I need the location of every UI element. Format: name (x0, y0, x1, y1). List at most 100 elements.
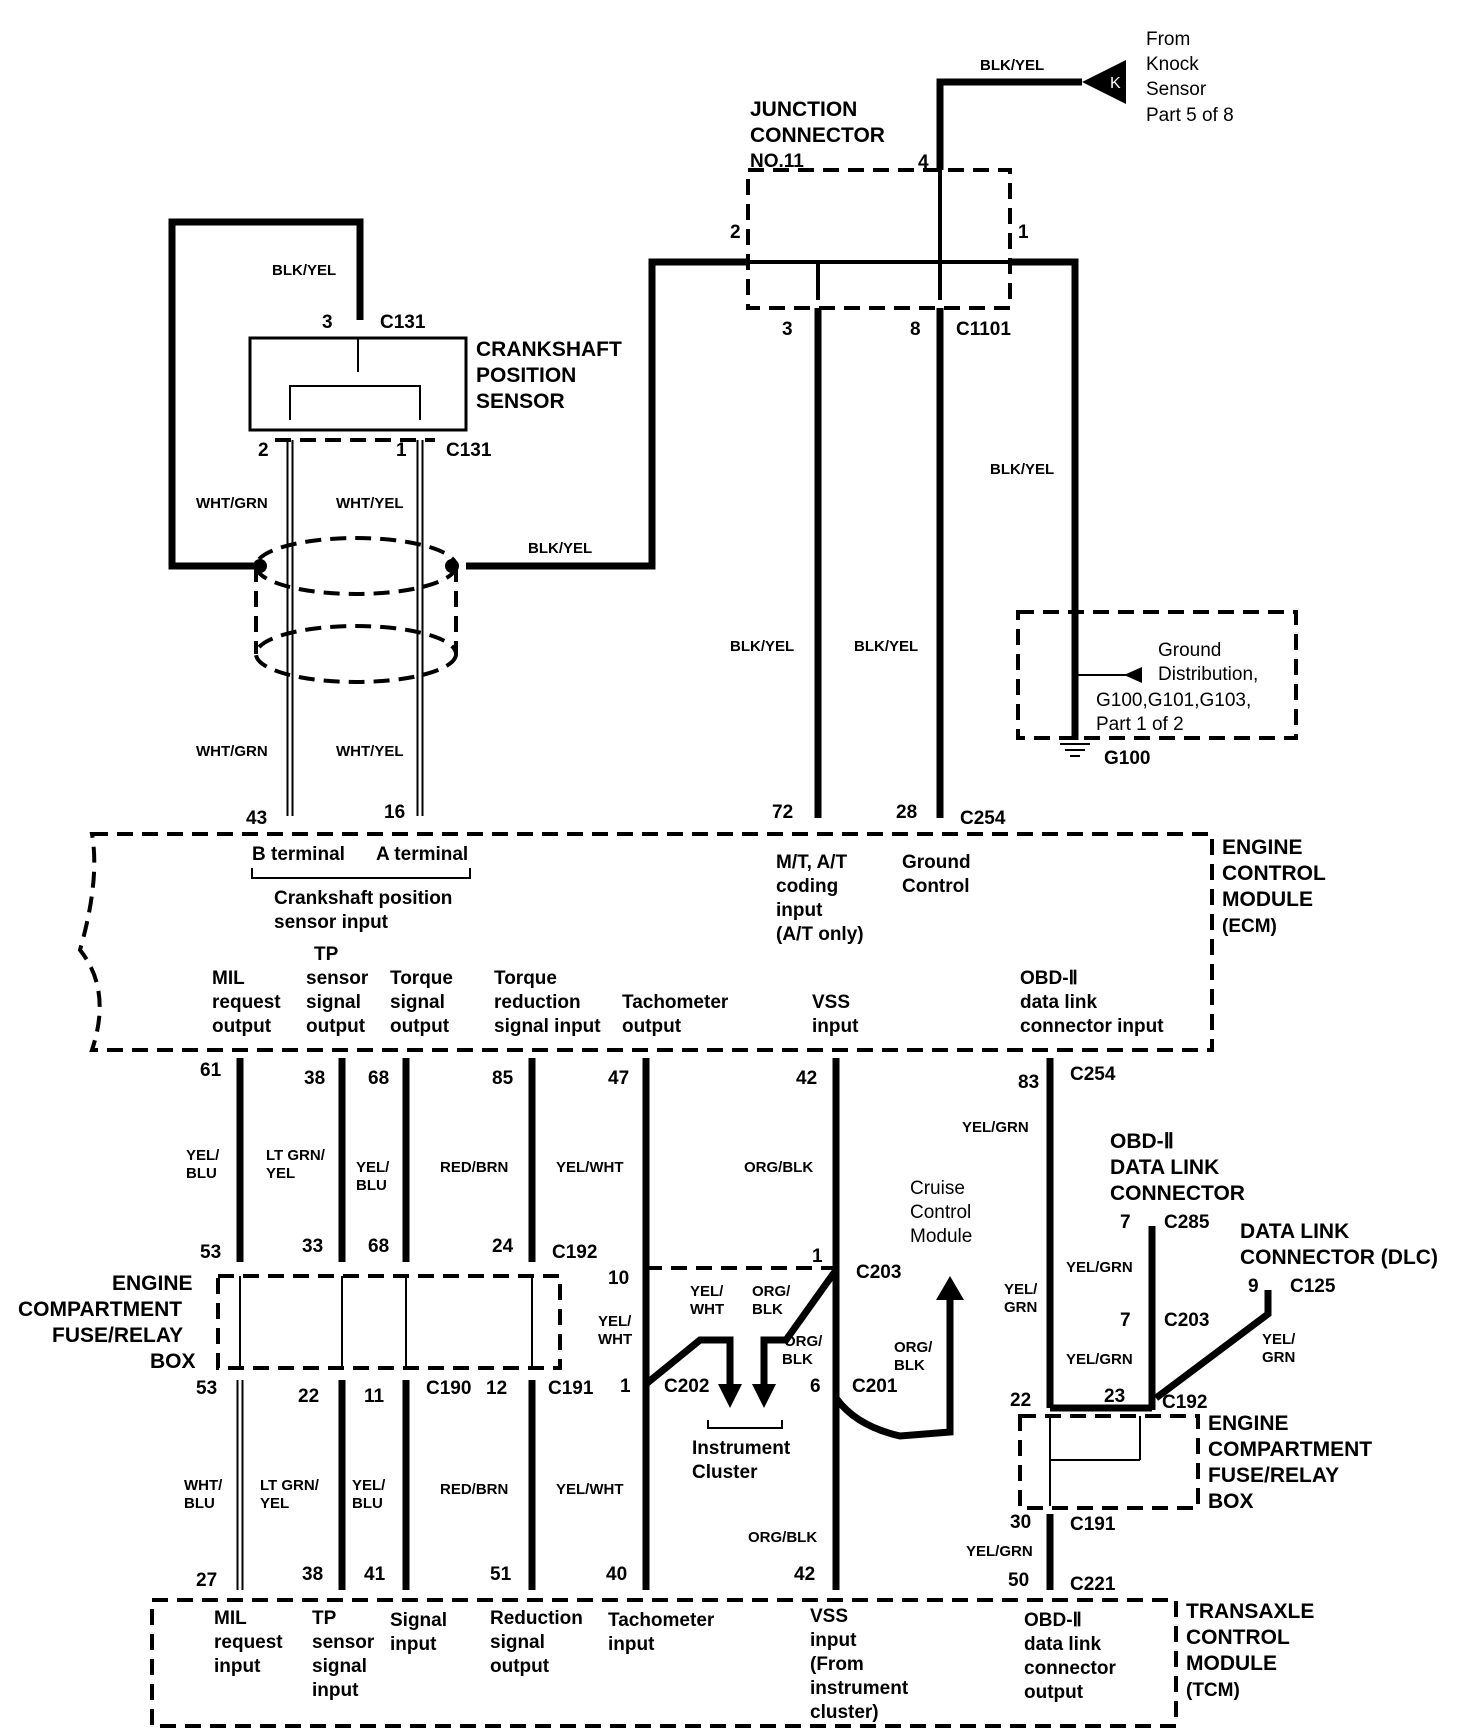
pin-label: 12 (486, 1378, 507, 1399)
pin-label: 68 (368, 1236, 389, 1257)
wire-label: WHT (598, 1331, 632, 1348)
pin-label: 2 (730, 222, 741, 243)
pin-label: 9 (1248, 1276, 1259, 1297)
function-label: Tachometer (622, 992, 729, 1013)
function-label: request (212, 992, 281, 1013)
pin-label: 68 (368, 1068, 389, 1089)
wire-ground (1010, 258, 1079, 610)
pin-label: 27 (196, 1570, 217, 1591)
connector-label: C131 (380, 312, 426, 333)
sensor-label: CRANKSHAFT (476, 338, 622, 361)
wire-label: WHT/ (184, 1477, 223, 1494)
wire-label: BLK/YEL (854, 638, 918, 655)
function-label: signal (306, 992, 361, 1013)
pin-label: 3 (782, 319, 793, 340)
wire-label: WHT/GRN (196, 743, 268, 760)
function-label: OBD-Ⅱ (1020, 968, 1078, 989)
wire-label: ORG/ (752, 1283, 791, 1300)
pin-label: 10 (608, 1268, 629, 1289)
fuse-box-label: BOX (150, 1350, 196, 1373)
cruise-label: Cruise (910, 1178, 965, 1199)
knock-sensor: K From Knock Sensor Part 5 of 8 (1082, 29, 1234, 126)
pin-label: 1 (1018, 222, 1029, 243)
wire-label: BLU (186, 1165, 217, 1182)
wire-label: LT GRN/ (260, 1477, 320, 1494)
pin-label: 7 (1120, 1310, 1131, 1331)
junction-label: JUNCTION (750, 98, 857, 121)
wire-label: LT GRN/ (266, 1147, 326, 1164)
connector-label: C203 (1164, 1310, 1209, 1331)
cluster-label: Instrument (692, 1438, 791, 1459)
function-label: Ground (902, 852, 971, 873)
wire-label: YEL/ (356, 1159, 390, 1176)
terminal-label: A terminal (376, 844, 468, 865)
wire-label: YEL/GRN (1066, 1259, 1133, 1276)
pin-label: 1 (620, 1376, 631, 1397)
dlc-label: CONNECTOR (DLC) (1240, 1246, 1438, 1269)
function-label: input (810, 1630, 857, 1651)
wire-label: BLK (752, 1301, 783, 1318)
function-label: MIL (212, 968, 245, 989)
function-label: input (812, 1016, 859, 1037)
function-label: connector input (1020, 1016, 1164, 1037)
connector-label: C190 (426, 1378, 471, 1399)
pin-label: 33 (302, 1236, 323, 1257)
function-label: OBD-Ⅱ (1024, 1610, 1082, 1631)
dlc-label: OBD-Ⅱ (1110, 1130, 1174, 1153)
wire-label: BLU (356, 1177, 387, 1194)
wire-shield-ground (466, 258, 748, 570)
function-label: output (1024, 1682, 1084, 1703)
connector-label: C254 (960, 808, 1006, 829)
ground-label: G100,G101,G103, (1096, 690, 1251, 711)
function-label: VSS (812, 992, 850, 1013)
function-label: data link (1024, 1634, 1102, 1655)
wire-label: YEL/ (1262, 1331, 1296, 1348)
function-label: input (312, 1680, 359, 1701)
wire-label: RED/BRN (440, 1481, 508, 1498)
function-label: signal (490, 1632, 545, 1653)
pin-label: 1 (812, 1246, 823, 1267)
knock-sensor-symbol: K (1110, 75, 1121, 92)
function-label: reduction (494, 992, 581, 1013)
function-label: Torque (390, 968, 453, 989)
pin-label: 50 (1008, 1570, 1029, 1591)
pin-label: 83 (1018, 1072, 1039, 1093)
ground-label: Ground (1158, 640, 1221, 661)
fuse-box-label: FUSE/RELAY (52, 1324, 183, 1347)
junction-box (746, 168, 1012, 310)
wire-label: YEL/ (690, 1283, 724, 1300)
function-label: request (214, 1632, 283, 1653)
function-label: output (306, 1016, 366, 1037)
pin-label: 42 (794, 1564, 815, 1585)
fuse-relay-box-left: 53 33 68 24 C192 ENGINE COMPARTMENT FUSE… (18, 1236, 597, 1407)
wire-knock (936, 78, 1082, 170)
knock-sensor-label: Knock (1146, 54, 1199, 75)
connector-label: C192 (552, 1242, 597, 1263)
wire-label: YEL/ (1004, 1281, 1038, 1298)
wire-label: YEL/GRN (966, 1543, 1033, 1560)
function-label: cluster) (810, 1702, 879, 1723)
pin-label: 41 (364, 1564, 386, 1585)
function-label: Tachometer (608, 1610, 715, 1631)
function-label: input (390, 1634, 437, 1655)
function-label: sensor (312, 1632, 375, 1653)
fuse-box-label: ENGINE (1208, 1412, 1289, 1435)
pin-label: 22 (1010, 1390, 1031, 1411)
wire-dlc (1153, 1290, 1272, 1401)
junction-label: CONNECTOR (750, 124, 885, 147)
pin-label: 6 (810, 1376, 821, 1397)
ecm-title: CONTROL (1222, 862, 1326, 885)
pin-label: 72 (772, 802, 793, 823)
wire-cruise (833, 1296, 954, 1440)
pin-label: 43 (246, 808, 267, 829)
pin-label: 38 (304, 1068, 325, 1089)
connector-label: C125 (1290, 1276, 1336, 1297)
knock-sensor-label: Sensor (1146, 79, 1207, 100)
wire-label: YEL (266, 1165, 295, 1182)
sensor-label: SENSOR (476, 390, 565, 413)
fuse-box-label: FUSE/RELAY (1208, 1464, 1339, 1487)
wire-label: WHT/YEL (336, 495, 404, 512)
pin-label: 38 (302, 1564, 323, 1585)
function-label: M/T, A/T (776, 852, 847, 873)
